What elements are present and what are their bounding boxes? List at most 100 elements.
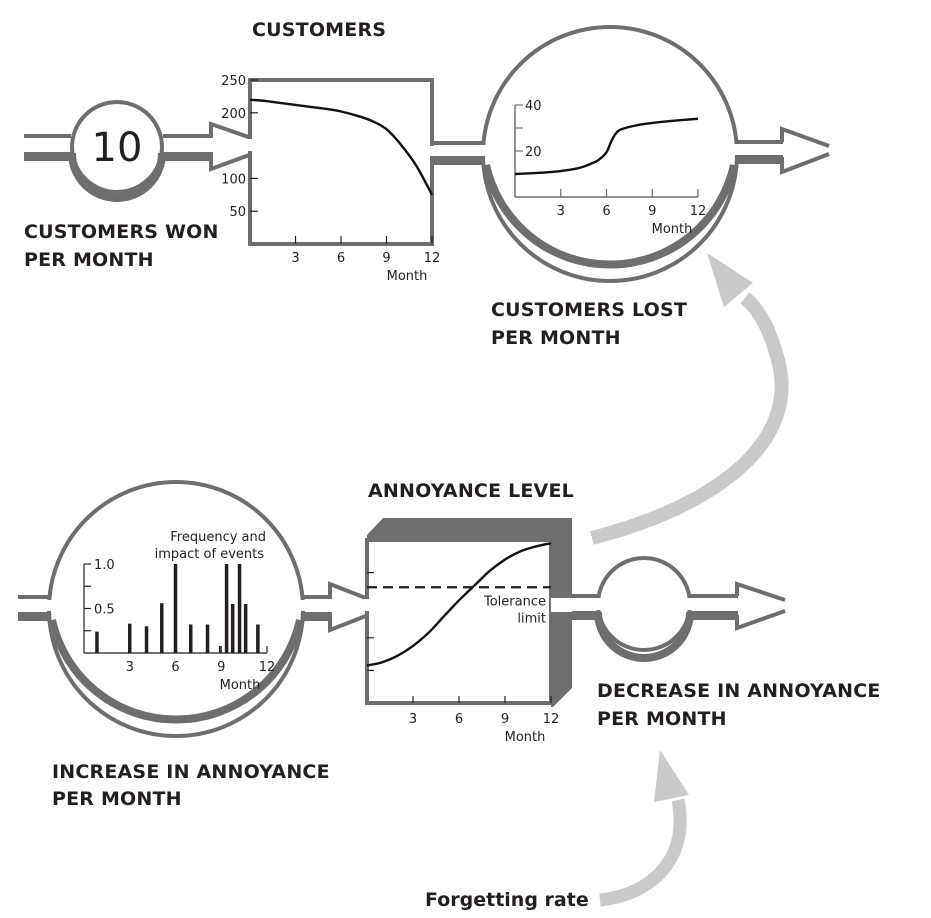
x-tick-label: 6 — [337, 251, 345, 266]
pipe-top-line — [18, 595, 54, 599]
y-tick-label: 100 — [221, 172, 246, 187]
annoyance-line — [366, 542, 552, 667]
customers-lost-label-line1: CUSTOMERS LOST — [491, 299, 687, 321]
x-tick-label: 12 — [259, 660, 276, 675]
annoyance-feedback-arrow — [590, 253, 789, 545]
pipe-bottom-line — [432, 156, 484, 165]
event-bar — [128, 623, 132, 653]
x-axis-label: Month — [220, 678, 261, 693]
pipe-gap — [551, 598, 573, 612]
valve-shadow — [482, 164, 738, 269]
valve-shadow — [68, 152, 166, 202]
x-axis-label: Month — [652, 222, 693, 237]
customers-lost-label-line2: PER MONTH — [491, 327, 621, 349]
x-axis-label: Month — [505, 730, 546, 745]
pipe-top-line — [298, 595, 332, 599]
x-tick-label: 6 — [602, 204, 610, 219]
pipe-bottom-line — [18, 612, 54, 621]
x-tick-label: 9 — [501, 712, 509, 727]
events-title-line2: impact of events — [155, 547, 265, 562]
y-tick-label: 1.0 — [94, 558, 115, 573]
customers-title: CUSTOMERS — [252, 19, 386, 41]
pipe-top-line — [24, 134, 71, 138]
event-bar — [160, 603, 164, 653]
pipe-top-line — [572, 594, 600, 598]
customers-line — [249, 98, 434, 196]
customers-lost-valve — [481, 25, 739, 283]
annoyance-title: ANNOYANCE LEVEL — [368, 480, 574, 502]
annoyance-stock-inner — [365, 538, 553, 705]
x-tick-label: 12 — [690, 204, 707, 219]
pipe-bottom-line — [688, 611, 738, 620]
x-tick-label: 3 — [126, 660, 134, 675]
customers-won-label-line1: CUSTOMERS WON — [24, 221, 219, 243]
pipe-bottom-line — [298, 612, 332, 621]
event-bar — [218, 645, 221, 653]
x-tick-label: 6 — [455, 712, 463, 727]
tolerance-label-line2: limit — [517, 611, 546, 626]
customers-won-value: 10 — [92, 125, 143, 171]
event-bar — [173, 564, 178, 653]
customers-stock-box — [248, 78, 434, 246]
x-axis-label: Month — [387, 269, 428, 284]
pipe-top-line — [736, 140, 783, 144]
increase-annoyance-label-line1: INCREASE IN ANNOYANCE — [52, 761, 330, 783]
y-tick-label: 200 — [221, 107, 246, 122]
customers-lost-line — [514, 117, 699, 176]
pipe-gap — [363, 599, 371, 611]
customers-won-valve — [70, 100, 164, 194]
decrease-annoyance-flow — [551, 556, 786, 662]
event-bar — [224, 564, 229, 653]
x-tick-label: 6 — [171, 660, 179, 675]
feedback-arrow-shaft — [590, 292, 789, 545]
valve-shadow — [48, 619, 304, 724]
event-bar — [95, 631, 99, 653]
arrowhead-icon — [780, 126, 830, 175]
arrowhead-icon — [209, 121, 261, 172]
forgetting-arrow-shaft — [599, 798, 687, 907]
customers-won-flow: 10 — [24, 100, 261, 202]
pipe-bottom-line — [736, 155, 783, 164]
event-bar — [256, 624, 260, 653]
event-bar — [243, 604, 248, 653]
increase-annoyance-flow — [18, 480, 377, 738]
feedback-arrowhead-icon — [707, 253, 753, 307]
event-bar — [144, 626, 149, 653]
pipe-top-line — [432, 141, 484, 145]
tolerance-label-line1: Tolerance — [483, 594, 546, 609]
customers-lost-flow — [432, 25, 830, 283]
event-bar — [237, 564, 242, 653]
arrowhead-icon — [328, 581, 377, 633]
arrowhead-icon — [735, 581, 786, 631]
y-tick-label: 40 — [525, 99, 542, 114]
x-tick-label: 12 — [543, 712, 560, 727]
y-tick-label: 20 — [525, 145, 542, 160]
x-tick-label: 12 — [424, 251, 441, 266]
y-tick-label: 250 — [221, 74, 246, 89]
x-tick-label: 3 — [409, 712, 417, 727]
x-tick-label: 9 — [382, 251, 390, 266]
event-bar — [205, 624, 210, 653]
decrease-annoyance-label-line1: DECREASE IN ANNOYANCE — [597, 680, 881, 702]
pipe-gap — [246, 139, 254, 151]
pipe-gap — [428, 146, 436, 156]
y-tick-label: 50 — [229, 205, 246, 220]
valve-shadow — [594, 611, 694, 662]
pipe-bottom-line — [163, 152, 213, 161]
forgetting-rate-arrow — [599, 750, 689, 907]
x-tick-label: 9 — [648, 204, 656, 219]
customers-won-label-line2: PER MONTH — [24, 249, 154, 271]
decrease-annoyance-valve — [596, 556, 692, 652]
event-bar — [230, 604, 235, 653]
forgetting-arrowhead-icon — [654, 750, 689, 802]
forgetting-rate-label: Forgetting rate — [425, 889, 589, 911]
increase-annoyance-label-line2: PER MONTH — [52, 788, 182, 810]
pipe-bottom-line — [572, 611, 600, 620]
x-tick-label: 3 — [557, 204, 565, 219]
decrease-annoyance-label-line2: PER MONTH — [597, 708, 727, 730]
